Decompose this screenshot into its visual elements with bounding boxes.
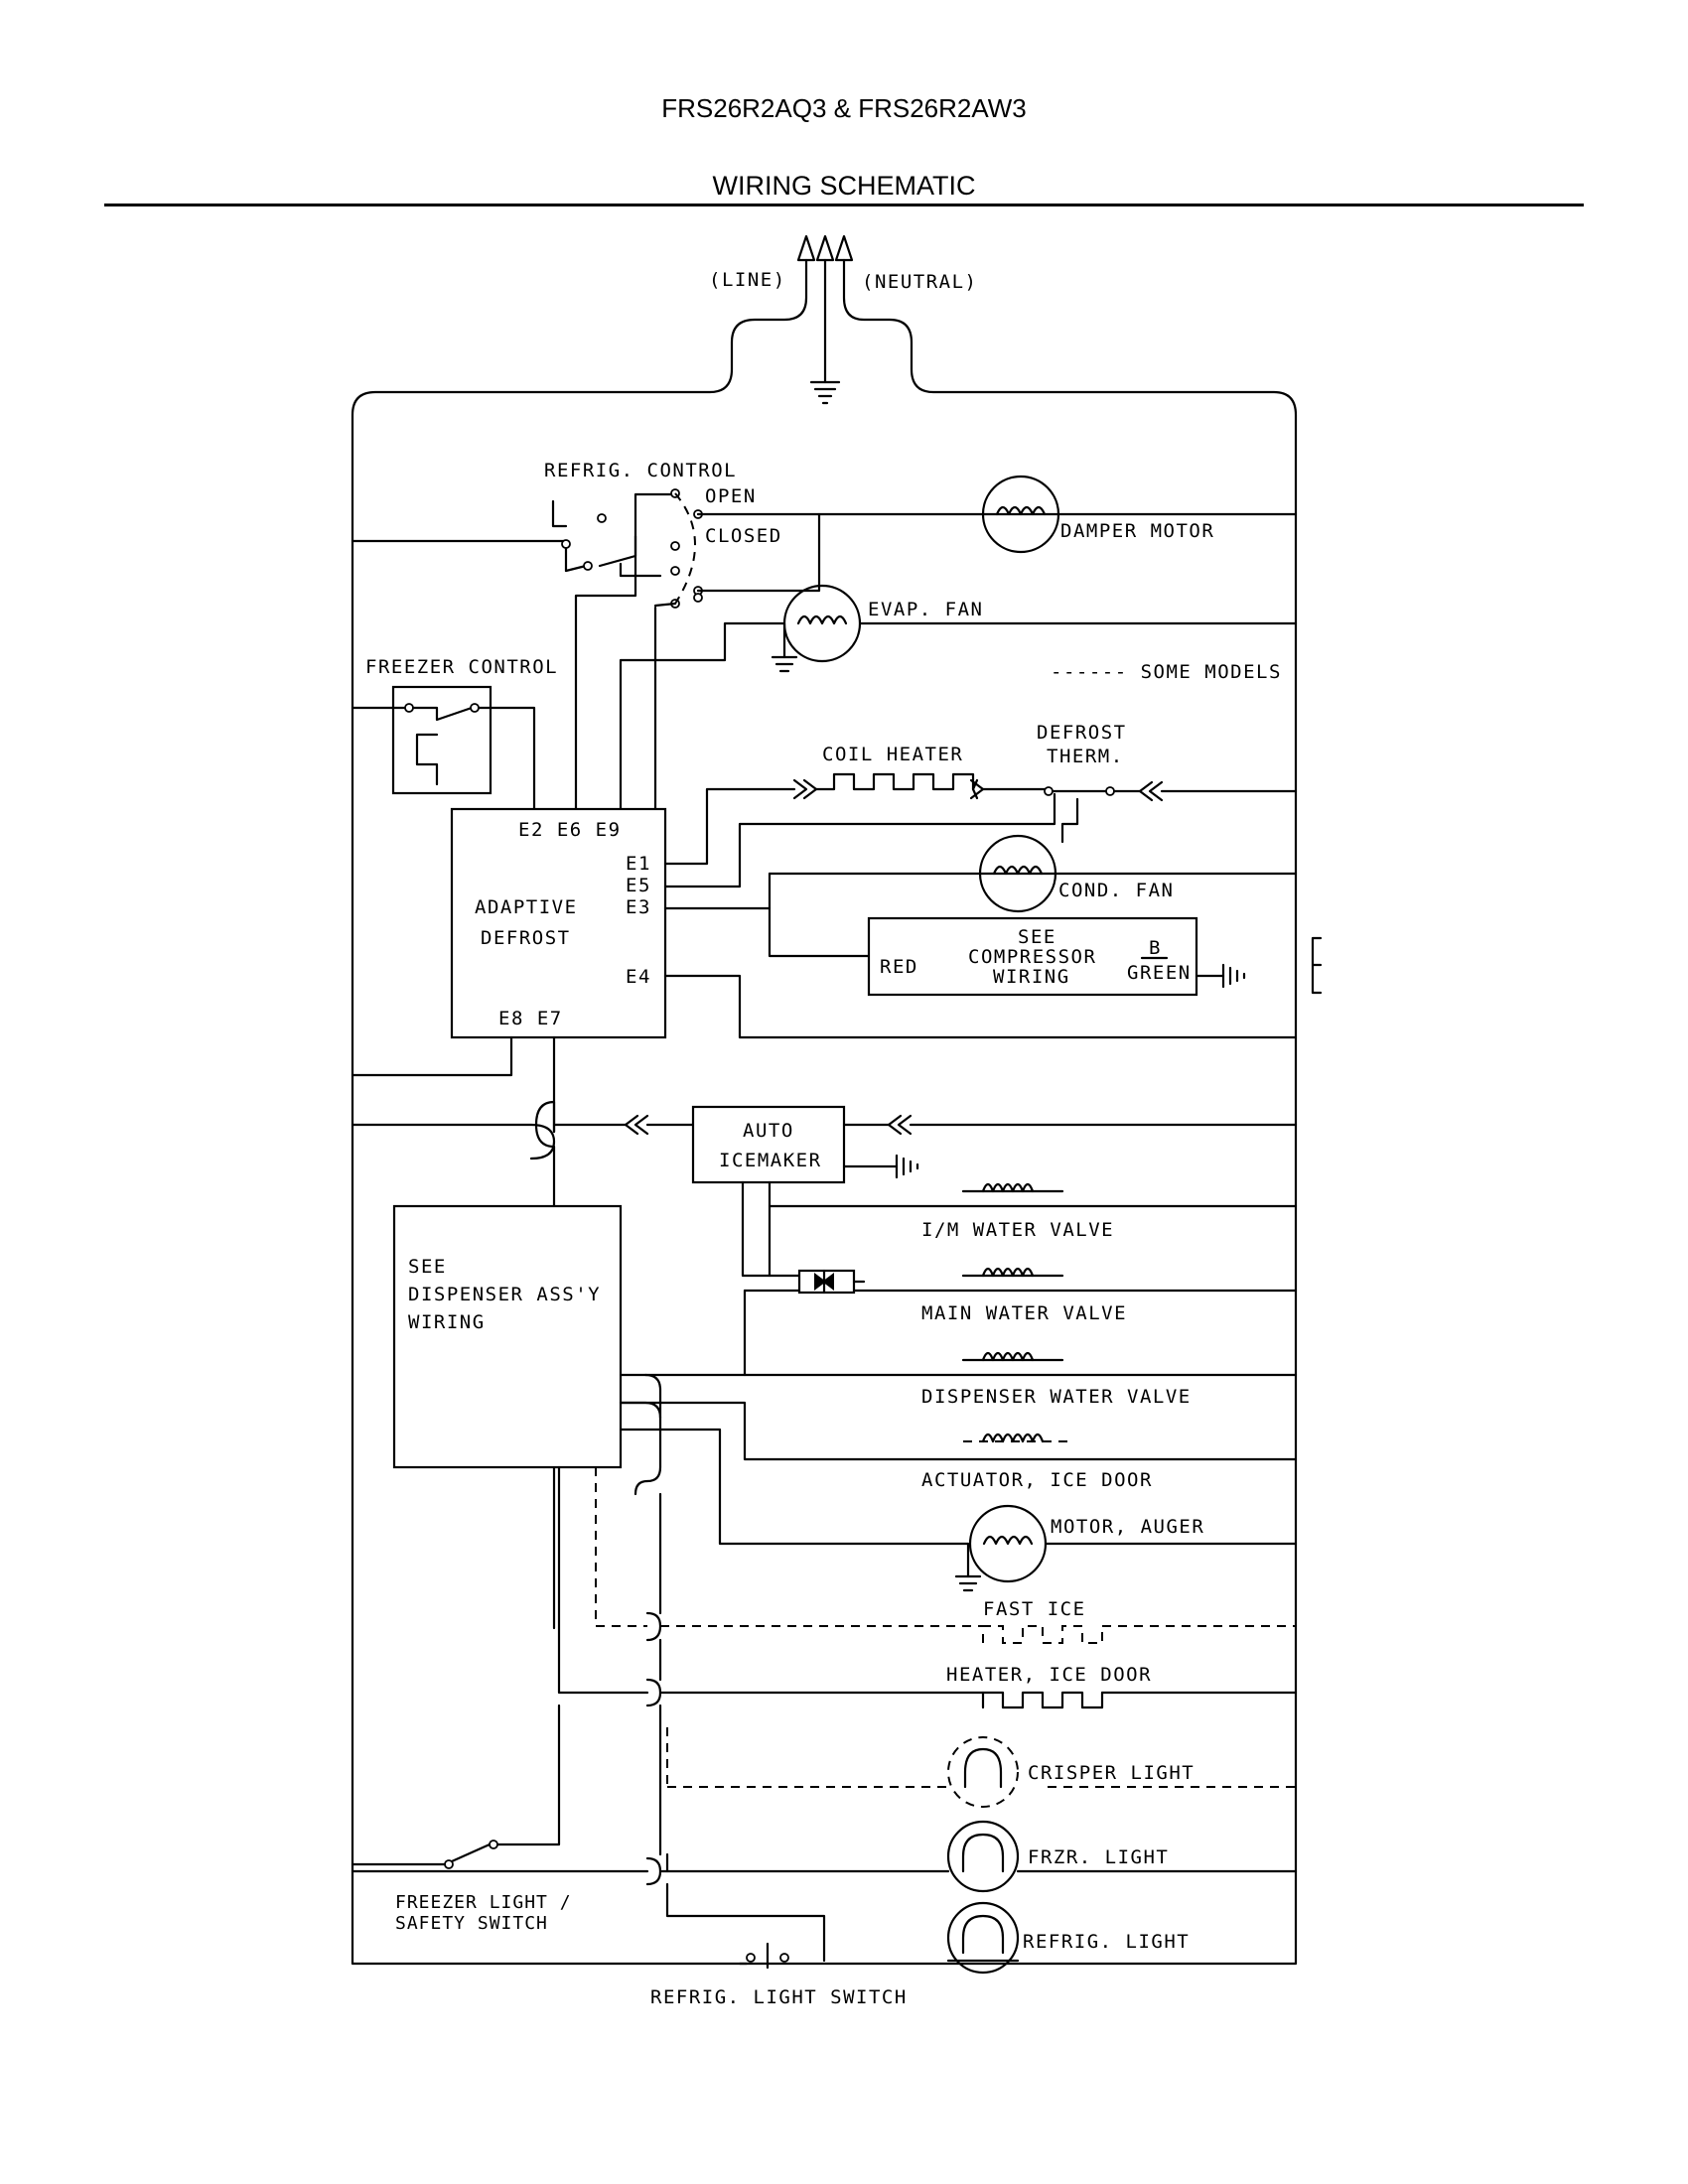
dispenser-water-valve — [961, 1351, 1064, 1362]
actuator-ice-door-label: ACTUATOR, ICE DOOR — [921, 1469, 1153, 1491]
ground-icon — [771, 655, 798, 673]
compressor-label-3: WIRING — [993, 966, 1070, 988]
model-title: FRS26R2AQ3 & FRS26R2AW3 — [661, 93, 1027, 123]
crisper-light — [947, 1736, 1019, 1808]
diode-icon — [797, 1269, 856, 1295]
motor-auger — [954, 1504, 1298, 1592]
refrig-control-open-label: OPEN — [705, 485, 757, 507]
dispenser-label-1: SEE — [408, 1256, 447, 1278]
defrost-therm-label-2: THERM. — [1047, 746, 1124, 767]
damper-motor — [981, 475, 1060, 554]
heater-ice-door — [981, 1691, 1298, 1709]
crisper-light-label: CRISPER LIGHT — [1028, 1762, 1195, 1784]
fast-ice-label: FAST ICE — [983, 1598, 1086, 1620]
adaptive-defrost-bottom-terminals: E8 E7 — [498, 1008, 563, 1029]
refrig-light-label: REFRIG. LIGHT — [1023, 1931, 1190, 1953]
adaptive-defrost-e3: E3 — [626, 896, 651, 918]
auto-icemaker-box — [691, 1105, 846, 1184]
adaptive-defrost-e4: E4 — [626, 966, 651, 988]
compressor-box — [867, 916, 1198, 997]
refrig-light — [946, 1901, 1020, 1975]
cond-fan-label: COND. FAN — [1058, 880, 1174, 901]
adaptive-defrost-e1: E1 — [626, 853, 651, 875]
cond-fan — [978, 834, 1057, 913]
evap-fan — [619, 584, 1298, 811]
auto-icemaker-label-1: AUTO — [743, 1120, 794, 1142]
power-plug — [351, 234, 1298, 1966]
auto-icemaker-label-2: ICEMAKER — [719, 1150, 822, 1171]
ground-icon — [809, 380, 841, 405]
ground-icon — [1221, 963, 1246, 989]
dispenser-water-valve-label: DISPENSER WATER VALVE — [921, 1386, 1192, 1408]
adaptive-defrost-top-terminals: E2 E6 E9 — [518, 819, 622, 841]
coil-heater — [792, 772, 1047, 800]
adaptive-defrost-board — [450, 807, 667, 1039]
compressor-label-2: COMPRESSOR — [968, 946, 1096, 968]
refrig-control-closed-label: CLOSED — [705, 525, 782, 547]
dispenser-label-2: DISPENSER ASS'Y — [408, 1284, 601, 1305]
adaptive-defrost-e5: E5 — [626, 875, 651, 896]
refrig-light-switch-label: REFRIG. LIGHT SWITCH — [650, 1986, 908, 2008]
coil-heater-label: COIL HEATER — [822, 744, 963, 765]
line-label: (LINE) — [709, 269, 786, 291]
frzr-light-label: FRZR. LIGHT — [1028, 1846, 1169, 1868]
ground-icon — [954, 1574, 982, 1592]
compressor-b-label: B — [1149, 937, 1162, 959]
main-water-valve — [961, 1267, 1064, 1278]
freezer-light-safety-switch — [351, 1704, 561, 1869]
im-water-valve — [961, 1182, 1064, 1193]
fast-ice-heater — [982, 1625, 1296, 1644]
main-water-valve-label: MAIN WATER VALVE — [921, 1302, 1127, 1324]
dispenser-label-3: WIRING — [408, 1311, 486, 1333]
ground-icon — [895, 1154, 919, 1179]
freezer-control-label: FREEZER CONTROL — [365, 656, 558, 678]
heater-ice-door-label: HEATER, ICE DOOR — [946, 1664, 1152, 1686]
freezer-light-switch-label-2: SAFETY SWITCH — [395, 1913, 548, 1934]
adaptive-defrost-label-2: DEFROST — [481, 927, 571, 949]
frzr-light — [946, 1820, 1020, 1893]
header-rule — [104, 204, 1584, 206]
refrig-control-label: REFRIG. CONTROL — [544, 460, 737, 481]
some-models-legend: ------ SOME MODELS — [1051, 661, 1282, 683]
neutral-label: (NEUTRAL) — [862, 271, 977, 293]
motor-auger-label: MOTOR, AUGER — [1051, 1516, 1204, 1538]
compressor-red-label: RED — [880, 956, 918, 978]
compressor-label-1: SEE — [1018, 926, 1056, 948]
freezer-control — [351, 685, 536, 811]
refrig-light-switch — [738, 1942, 789, 1970]
compressor-green-label: GREEN — [1127, 962, 1192, 984]
document-title: WIRING SCHEMATIC — [712, 171, 976, 201]
evap-fan-label: EVAP. FAN — [868, 599, 983, 620]
damper-motor-label: DAMPER MOTOR — [1060, 520, 1214, 542]
adaptive-defrost-label-1: ADAPTIVE — [475, 896, 578, 918]
defrost-therm-label-1: DEFROST — [1037, 722, 1127, 744]
freezer-light-switch-label-1: FREEZER LIGHT / — [395, 1892, 572, 1913]
defrost-thermostat — [1044, 780, 1298, 844]
im-water-valve-label: I/M WATER VALVE — [921, 1219, 1114, 1241]
actuator-ice-door — [963, 1433, 1067, 1443]
refrig-control-switch — [351, 488, 1298, 811]
dispenser-box — [392, 1204, 623, 1469]
